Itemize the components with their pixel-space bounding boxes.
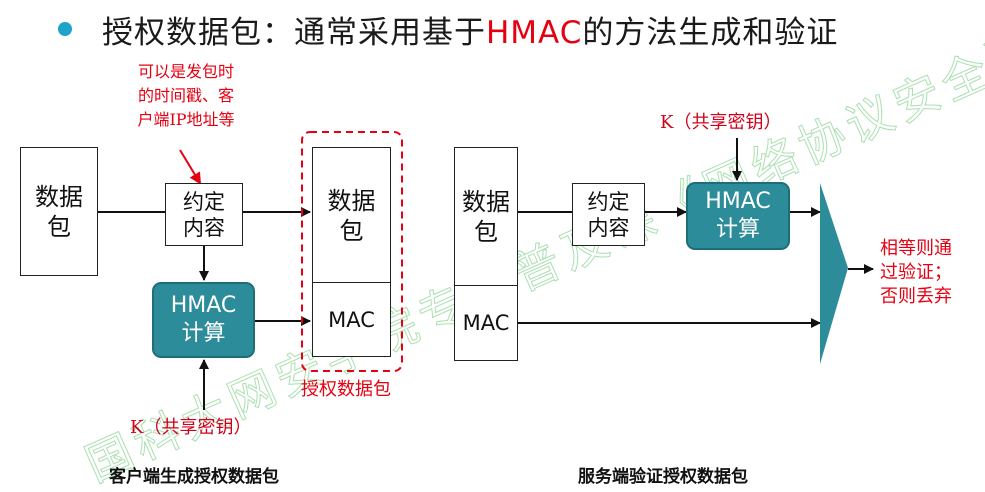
server-mac-box: MAC	[454, 285, 518, 361]
client-note-line: 户端IP地址等	[137, 110, 235, 129]
server-agreed-content: 约定内容	[572, 183, 645, 246]
client-note: 可以是发包时 的时间戳、客 户端IP地址等	[108, 60, 264, 132]
client-key-label: K（共享密钥）	[130, 417, 252, 438]
server-hmac-line: 计算	[715, 217, 760, 242]
client-output-mac: MAC	[312, 282, 391, 357]
server-packet-line: 数据	[462, 188, 510, 216]
client-output-packet: 数据包	[312, 147, 391, 284]
slide-title: 授权数据包：通常采用基于HMAC的方法生成和验证	[102, 7, 838, 52]
auth-packet-outline	[301, 131, 403, 372]
client-output-packet-line: 包	[339, 216, 364, 245]
client-caption: 客户端生成授权数据包	[109, 467, 279, 487]
server-data-packet: 数据包	[454, 147, 518, 287]
client-data-packet: 数据包	[20, 147, 98, 276]
client-hmac-box: HMAC 计算	[152, 282, 255, 358]
server-mac-text: MAC	[462, 311, 510, 335]
client-note-line: 可以是发包时	[137, 62, 234, 81]
client-hmac-line: 计算	[181, 321, 226, 346]
client-agreed-line: 约定	[183, 189, 225, 214]
client-packet-line: 数据	[35, 182, 83, 211]
auth-packet-label: 授权数据包	[301, 379, 391, 400]
server-packet-line: 包	[474, 218, 498, 246]
client-mac-text: MAC	[328, 307, 375, 332]
client-agreed-line: 内容	[183, 215, 225, 240]
server-result-text: 相等则通 过验证； 否则丢弃	[880, 237, 980, 309]
client-note-line: 的时间戳、客	[137, 86, 234, 105]
server-agreed-line: 内容	[587, 215, 630, 240]
title-prefix: 授权数据包：通常采用基于	[102, 14, 486, 51]
title-suffix: 的方法生成和验证	[582, 14, 839, 51]
slide-title-row: 授权数据包：通常采用基于HMAC的方法生成和验证	[58, 6, 838, 52]
server-agreed-line: 约定	[587, 189, 630, 214]
server-key-label: K（共享密钥）	[660, 112, 782, 133]
title-highlight: HMAC	[486, 14, 583, 51]
bullet-dot-icon	[58, 22, 72, 36]
server-result-line: 否则丢弃	[880, 286, 952, 307]
client-agreed-content: 约定内容	[165, 183, 243, 246]
server-caption: 服务端验证授权数据包	[578, 467, 748, 487]
arrow-note-to-agreed	[179, 149, 202, 185]
server-hmac-line: HMAC	[705, 189, 771, 214]
client-packet-line: 包	[47, 212, 71, 241]
comparator-shape	[820, 183, 848, 364]
server-hmac-box: HMAC 计算	[686, 182, 790, 250]
server-result-line: 相等则通	[880, 238, 952, 259]
server-result-line: 过验证；	[880, 262, 952, 283]
client-output-packet-line: 数据	[327, 186, 376, 215]
client-hmac-line: HMAC	[170, 293, 237, 318]
